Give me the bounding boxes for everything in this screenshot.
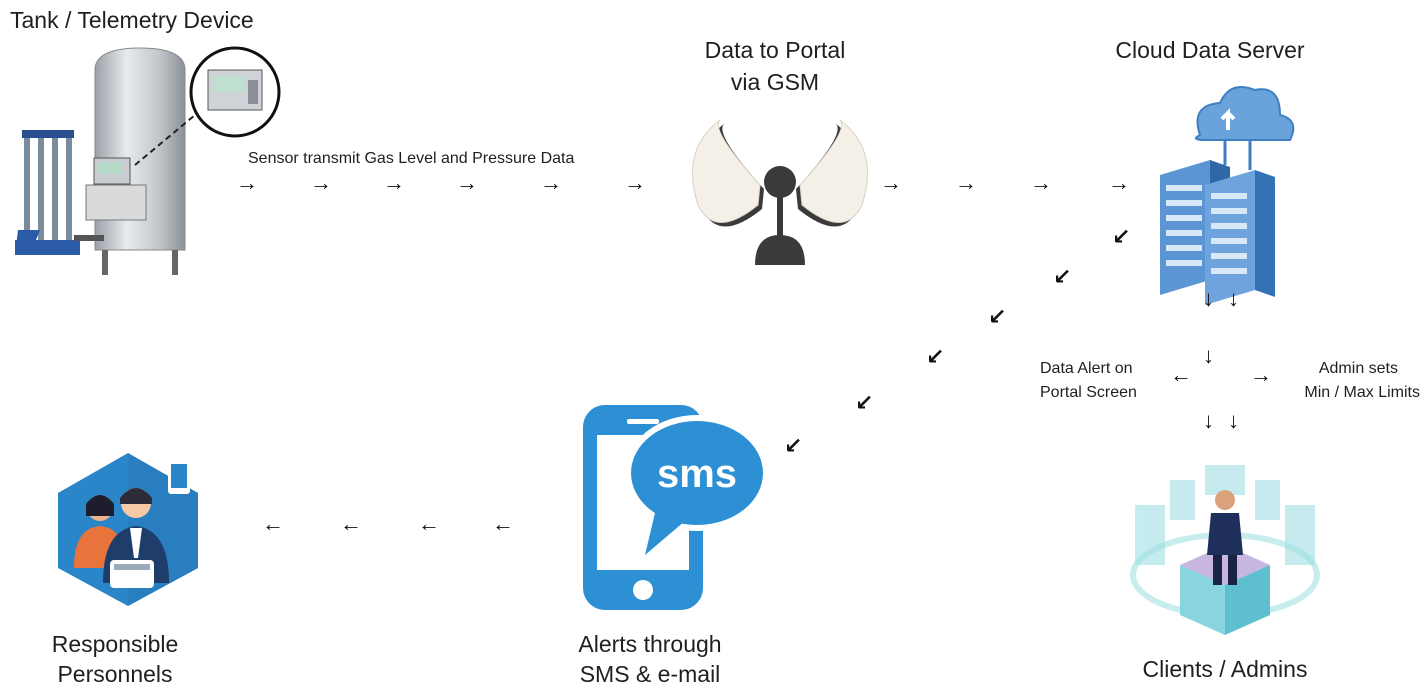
admin-label-line1: Admin sets xyxy=(1318,360,1398,377)
admin-person-icon xyxy=(1130,465,1320,635)
alert-label-line2: Portal Screen xyxy=(1040,384,1137,401)
admin-label-line2: Min / Max Limits xyxy=(1304,384,1420,401)
sms-title-line1: Alerts through xyxy=(578,631,722,657)
tank-illustration xyxy=(15,46,281,275)
arrow-down-left-icon: ↙ xyxy=(1053,264,1072,289)
arrow-down-icon: ↓ xyxy=(1228,286,1239,311)
arrow-right-icon: → xyxy=(1030,170,1052,195)
arrow-right-icon: → xyxy=(624,170,646,195)
arrow-down-left-icon: ↙ xyxy=(926,344,945,369)
arrow-right-icon: → xyxy=(1108,170,1130,195)
sensor-edge-label: Sensor transmit Gas Level and Pressure D… xyxy=(248,150,575,167)
arrow-right-icon: → xyxy=(310,170,332,195)
arrow-down-left-icon: ↙ xyxy=(855,390,874,415)
cloud-title: Cloud Data Server xyxy=(1115,37,1305,63)
gsm-title-line2: via GSM xyxy=(730,69,820,95)
arrow-right-icon: → xyxy=(955,170,977,195)
gsm-title-line1: Data to Portal xyxy=(704,37,846,63)
arrow-left-icon: ← xyxy=(1170,362,1192,387)
personnel-title-line1: Responsible xyxy=(51,631,179,657)
arrow-right-icon: → xyxy=(540,170,562,195)
sms-phone-icon: sms xyxy=(583,405,769,610)
arrow-down-icon: ↓ xyxy=(1203,343,1214,368)
arrow-right-icon: → xyxy=(1250,362,1272,387)
personnel-icon xyxy=(58,453,198,606)
arrow-left-icon: ← xyxy=(418,511,440,536)
arrow-right-icon: → xyxy=(456,170,478,195)
personnel-title-line2: Personnels xyxy=(57,661,173,687)
arrow-down-left-icon: ↙ xyxy=(784,433,803,458)
arrow-left-icon: ← xyxy=(262,511,284,536)
arrow-down-icon: ↓ xyxy=(1203,286,1214,311)
sms-title-line2: SMS & e-mail xyxy=(579,661,721,687)
arrow-right-icon: → xyxy=(236,170,258,195)
arrow-down-icon: ↓ xyxy=(1228,408,1239,433)
arrow-left-icon: ← xyxy=(340,511,362,536)
arrow-left-icon: ← xyxy=(492,511,514,536)
arrow-down-left-icon: ↙ xyxy=(988,304,1007,329)
arrow-down-icon: ↓ xyxy=(1203,408,1214,433)
antenna-icon xyxy=(691,119,869,265)
sms-icon-text: sms xyxy=(657,452,737,496)
arrow-right-icon: → xyxy=(383,170,405,195)
clients-title: Clients / Admins xyxy=(1142,656,1308,682)
tank-title: Tank / Telemetry Device xyxy=(10,7,254,33)
alert-label-line1: Data Alert on xyxy=(1040,360,1133,377)
arrow-right-icon: → xyxy=(880,170,902,195)
arrow-down-left-icon: ↙ xyxy=(1112,224,1131,249)
cloud-server-icon xyxy=(1160,86,1295,305)
